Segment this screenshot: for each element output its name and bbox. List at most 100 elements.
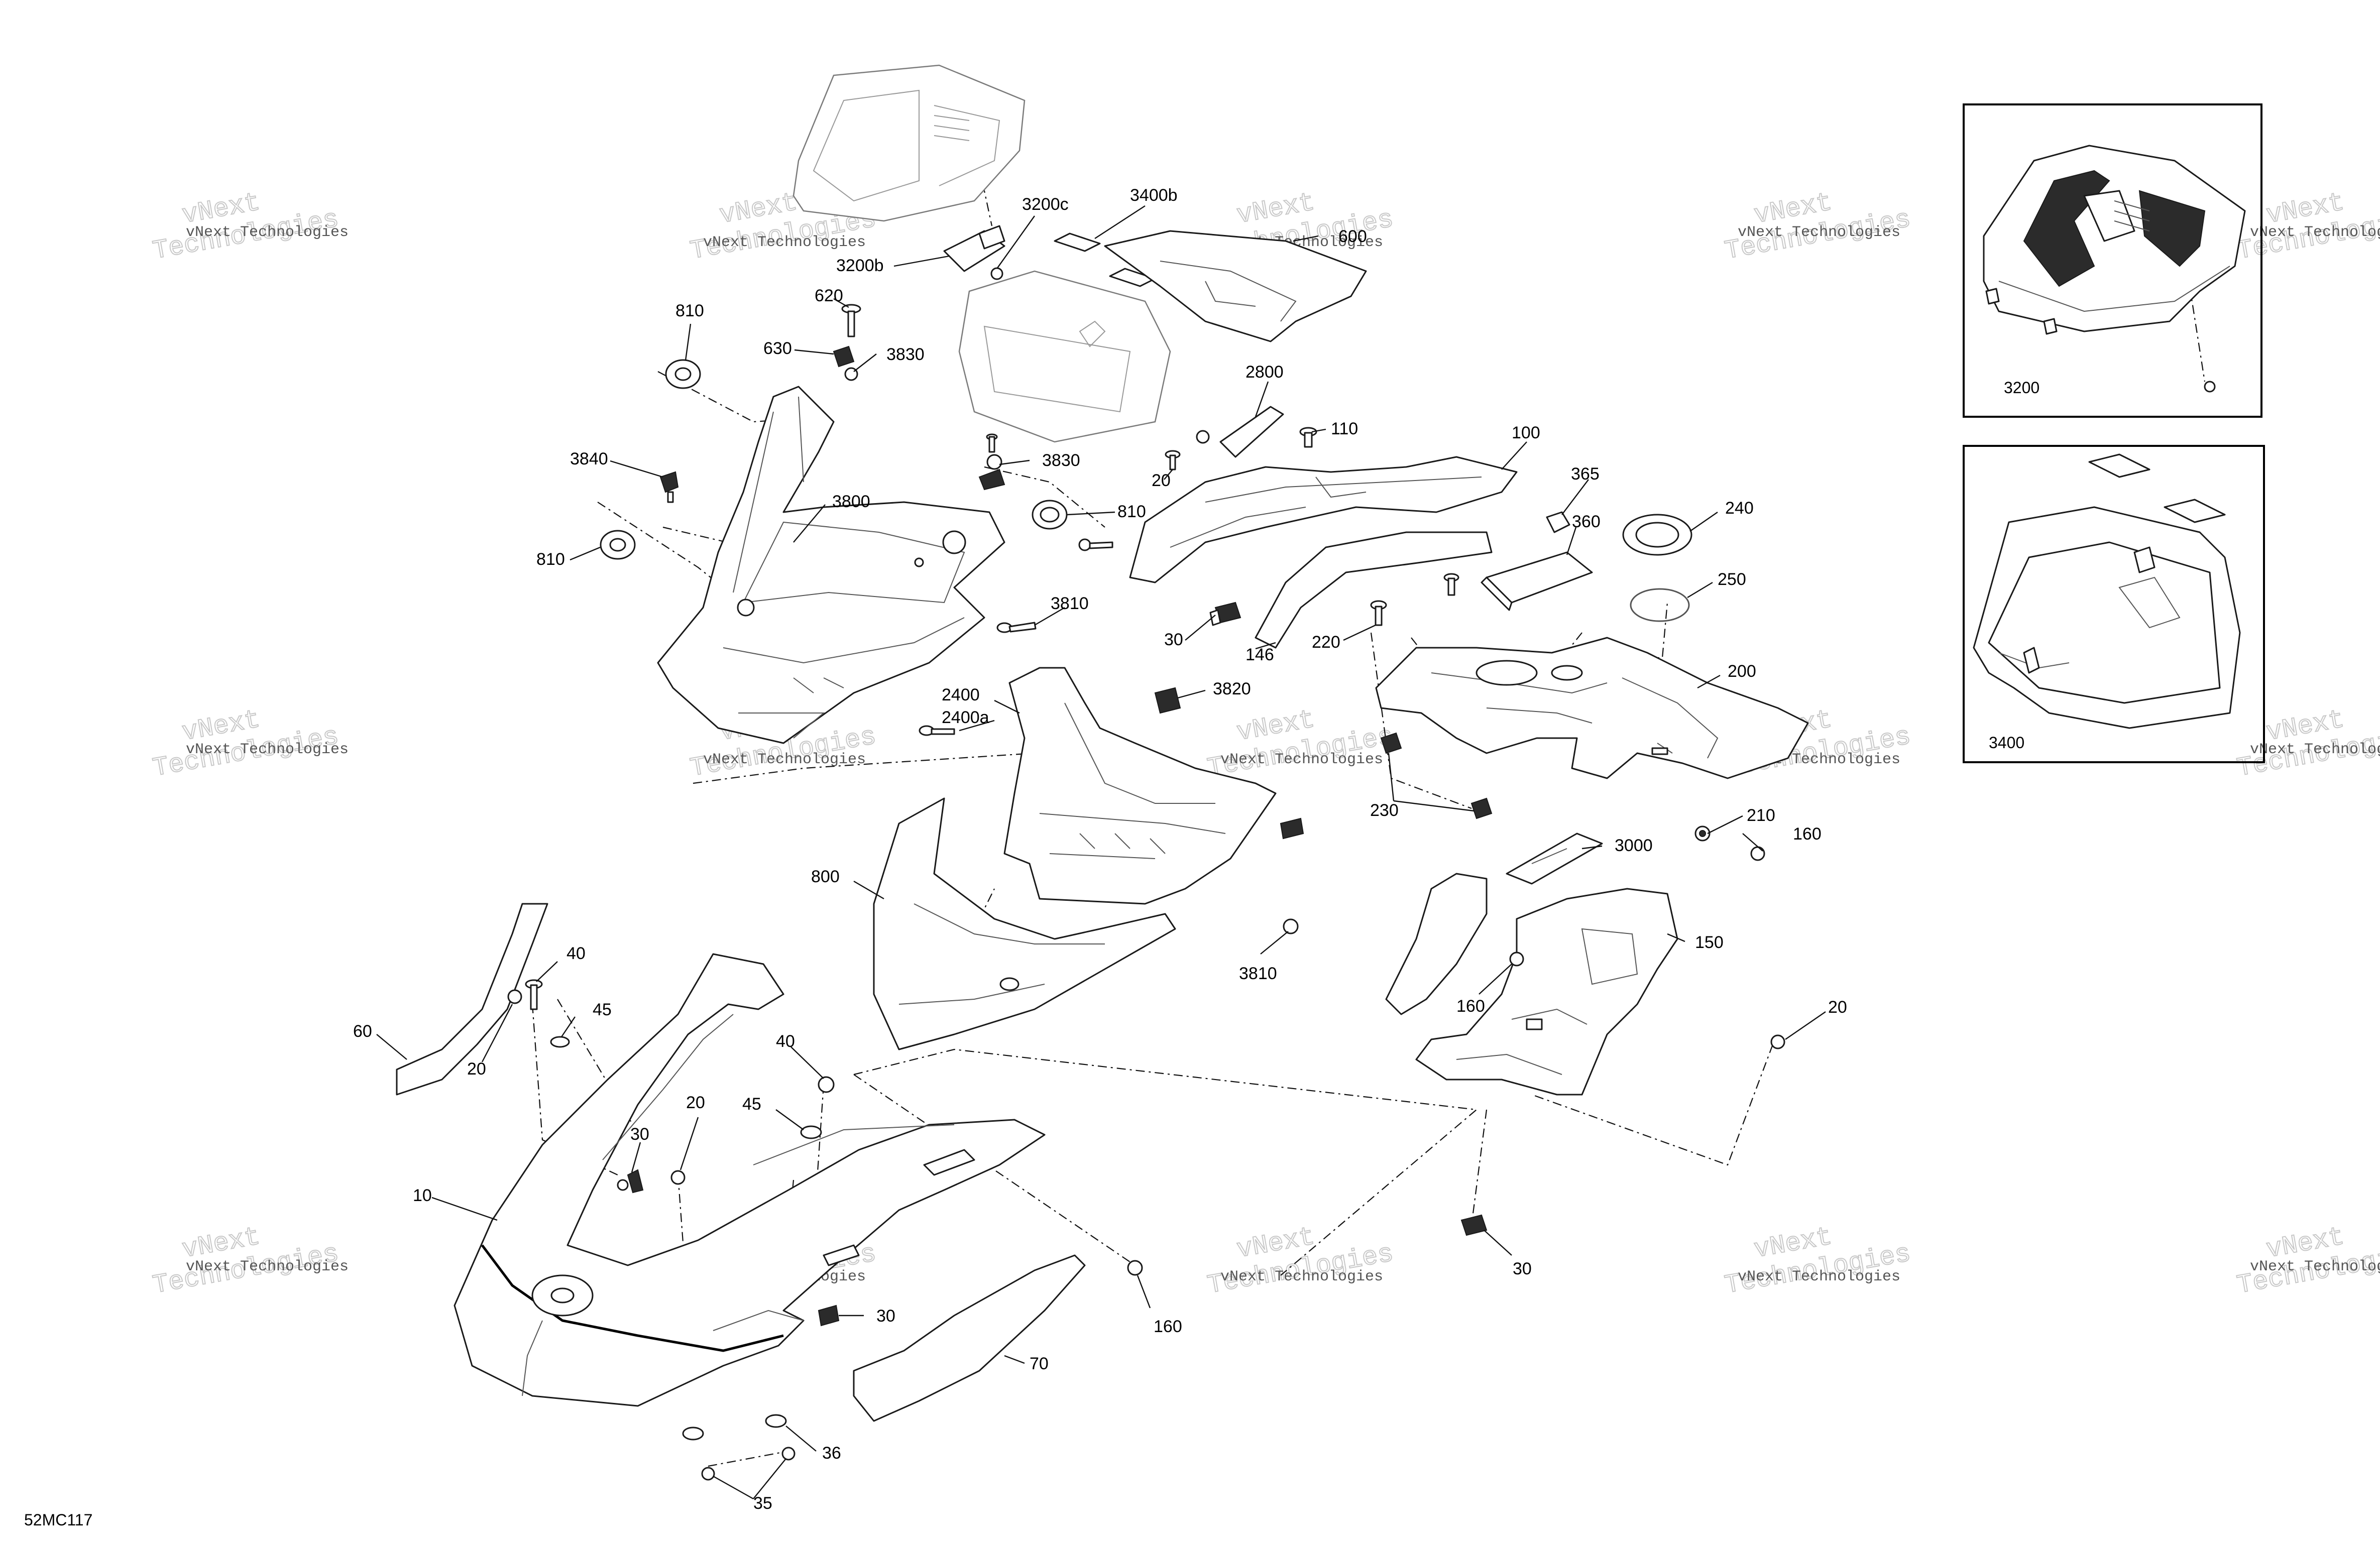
lower-panel-150 xyxy=(1415,888,1678,1096)
nut-160-right xyxy=(1750,846,1765,861)
bolt-110 xyxy=(1299,427,1317,448)
callout-800: 800 xyxy=(811,867,840,886)
watermark-text: vNext Technologies xyxy=(1738,1268,1900,1285)
screw-3810-lower xyxy=(1283,918,1299,934)
callout-630: 630 xyxy=(763,339,792,358)
ring-250 xyxy=(1630,588,1690,622)
callout-30-left: 30 xyxy=(630,1125,649,1144)
watermark-text: vNext Technologies xyxy=(186,224,349,241)
inset-3200-frame xyxy=(1963,103,2262,418)
callout-160-lower: 160 xyxy=(1154,1317,1182,1336)
callout-810-right: 810 xyxy=(1117,502,1146,521)
watermark: vNext Technologies vNext Technologies xyxy=(1722,1222,1913,1301)
front-fairing-10 xyxy=(454,953,1046,1407)
decal-3000 xyxy=(1506,833,1603,885)
bracket-3200b xyxy=(943,225,1005,280)
screw-220 xyxy=(1370,600,1387,626)
upper-fairing-3800 xyxy=(657,386,1005,744)
watermark: vNext Technologies vNext Technologies xyxy=(1205,704,1396,784)
callout-220: 220 xyxy=(1312,633,1340,652)
watermark-text: vNext Technologies xyxy=(186,1258,349,1275)
nut-36-a xyxy=(682,1427,704,1441)
watermark: vNext Technologies vNext Technologies xyxy=(2234,1222,2380,1301)
panel-2800 xyxy=(1219,406,1284,458)
callout-20-right: 20 xyxy=(1828,998,1847,1017)
screw-3840 xyxy=(659,471,679,503)
watermark: vNext Technologies vNext Technologies xyxy=(150,1222,349,1301)
callout-3820: 3820 xyxy=(1213,679,1251,698)
grommet-810-top xyxy=(665,359,701,389)
callout-360: 360 xyxy=(1572,512,1601,531)
callout-810-left: 810 xyxy=(536,550,565,569)
callout-365: 365 xyxy=(1571,464,1600,484)
clip-40-mid xyxy=(818,1076,835,1093)
callout-160-right: 160 xyxy=(1793,824,1822,844)
washer-45-mid xyxy=(800,1125,822,1139)
frame-200 xyxy=(1375,637,1809,779)
callout-3830-top: 3830 xyxy=(886,345,925,364)
callout-20-left: 20 xyxy=(467,1059,486,1079)
diagram-reference-code: 52MC117 xyxy=(24,1511,92,1529)
callout-2400: 2400 xyxy=(942,685,980,704)
callout-210: 210 xyxy=(1747,806,1775,825)
screw-3810-top xyxy=(996,622,1037,633)
inset-3400-frame xyxy=(1963,445,2265,763)
callout-3830-mid: 3830 xyxy=(1042,451,1080,470)
watermark: vNext Technologies vNext Technologies xyxy=(2234,704,2380,784)
watermark-text: vNext Technologies xyxy=(703,751,866,768)
nut-20-mid-left xyxy=(670,1170,686,1185)
clip-230-b xyxy=(1470,797,1493,819)
callout-230: 230 xyxy=(1370,801,1399,820)
clip-30-upper xyxy=(1209,602,1241,626)
clip-30-left xyxy=(617,1169,644,1194)
clip-40-left xyxy=(525,979,543,1010)
callout-150: 150 xyxy=(1695,933,1724,952)
grommet-810-left xyxy=(600,530,636,560)
inset-3200-label: 3200 xyxy=(2004,379,2039,397)
nut-35-b xyxy=(781,1447,796,1461)
clip-3820 xyxy=(1154,687,1181,714)
watermark: vNext Technologies vNext Technologies xyxy=(2234,187,2380,267)
ring-240 xyxy=(1622,514,1692,556)
callout-70: 70 xyxy=(1030,1354,1049,1373)
watermark-layer: vNext Technologies vNext Technologies vN… xyxy=(150,187,2380,1301)
callout-3200b: 3200b xyxy=(836,256,884,275)
callout-10: 10 xyxy=(413,1186,432,1205)
callout-3810-lower: 3810 xyxy=(1239,964,1277,983)
callout-30-lower-right: 30 xyxy=(1513,1259,1532,1278)
watermark: vNext Technologies vNext Technologies xyxy=(150,187,349,267)
callout-3000: 3000 xyxy=(1615,836,1653,855)
nut-160-left xyxy=(1509,952,1524,967)
screw-near-810 xyxy=(1078,538,1113,551)
nut-210 xyxy=(1694,825,1711,842)
nut-160-lower xyxy=(1127,1260,1143,1276)
clip-headlight-lower xyxy=(1280,817,1304,840)
inset-3200: 3200 xyxy=(1963,103,2262,418)
callout-3840: 3840 xyxy=(570,449,608,468)
callout-2400a: 2400a xyxy=(942,708,989,727)
callout-620: 620 xyxy=(815,286,843,305)
top-cover-600 xyxy=(1104,230,1367,342)
screw-near-360 xyxy=(1443,573,1459,596)
grommet-810-right xyxy=(1032,500,1068,530)
clip-30-lower xyxy=(818,1304,840,1327)
callout-146: 146 xyxy=(1245,645,1274,664)
watermark-text: vNext Technologies xyxy=(2250,224,2380,241)
watermark: vNext Technologies vNext Technologies xyxy=(1722,187,1913,267)
callout-110: 110 xyxy=(1331,419,1358,438)
storage-bin-ghost xyxy=(958,270,1171,443)
watermark-text: vNext Technologies xyxy=(186,741,349,758)
watermark-text: vNext Technologies xyxy=(2250,741,2380,758)
callout-35: 35 xyxy=(753,1494,772,1513)
callout-100: 100 xyxy=(1512,423,1540,442)
windshield-800 xyxy=(873,797,1176,1050)
callout-250: 250 xyxy=(1718,570,1746,589)
washer-45-left xyxy=(550,1036,570,1048)
callout-3200c: 3200c xyxy=(1022,195,1069,214)
side-bracket xyxy=(1385,873,1488,1015)
storage-lid-ghost xyxy=(792,64,1026,222)
callout-3400b: 3400b xyxy=(1130,186,1178,205)
inset-3400-label: 3400 xyxy=(1989,734,2024,752)
pad-70 xyxy=(853,1254,1086,1422)
